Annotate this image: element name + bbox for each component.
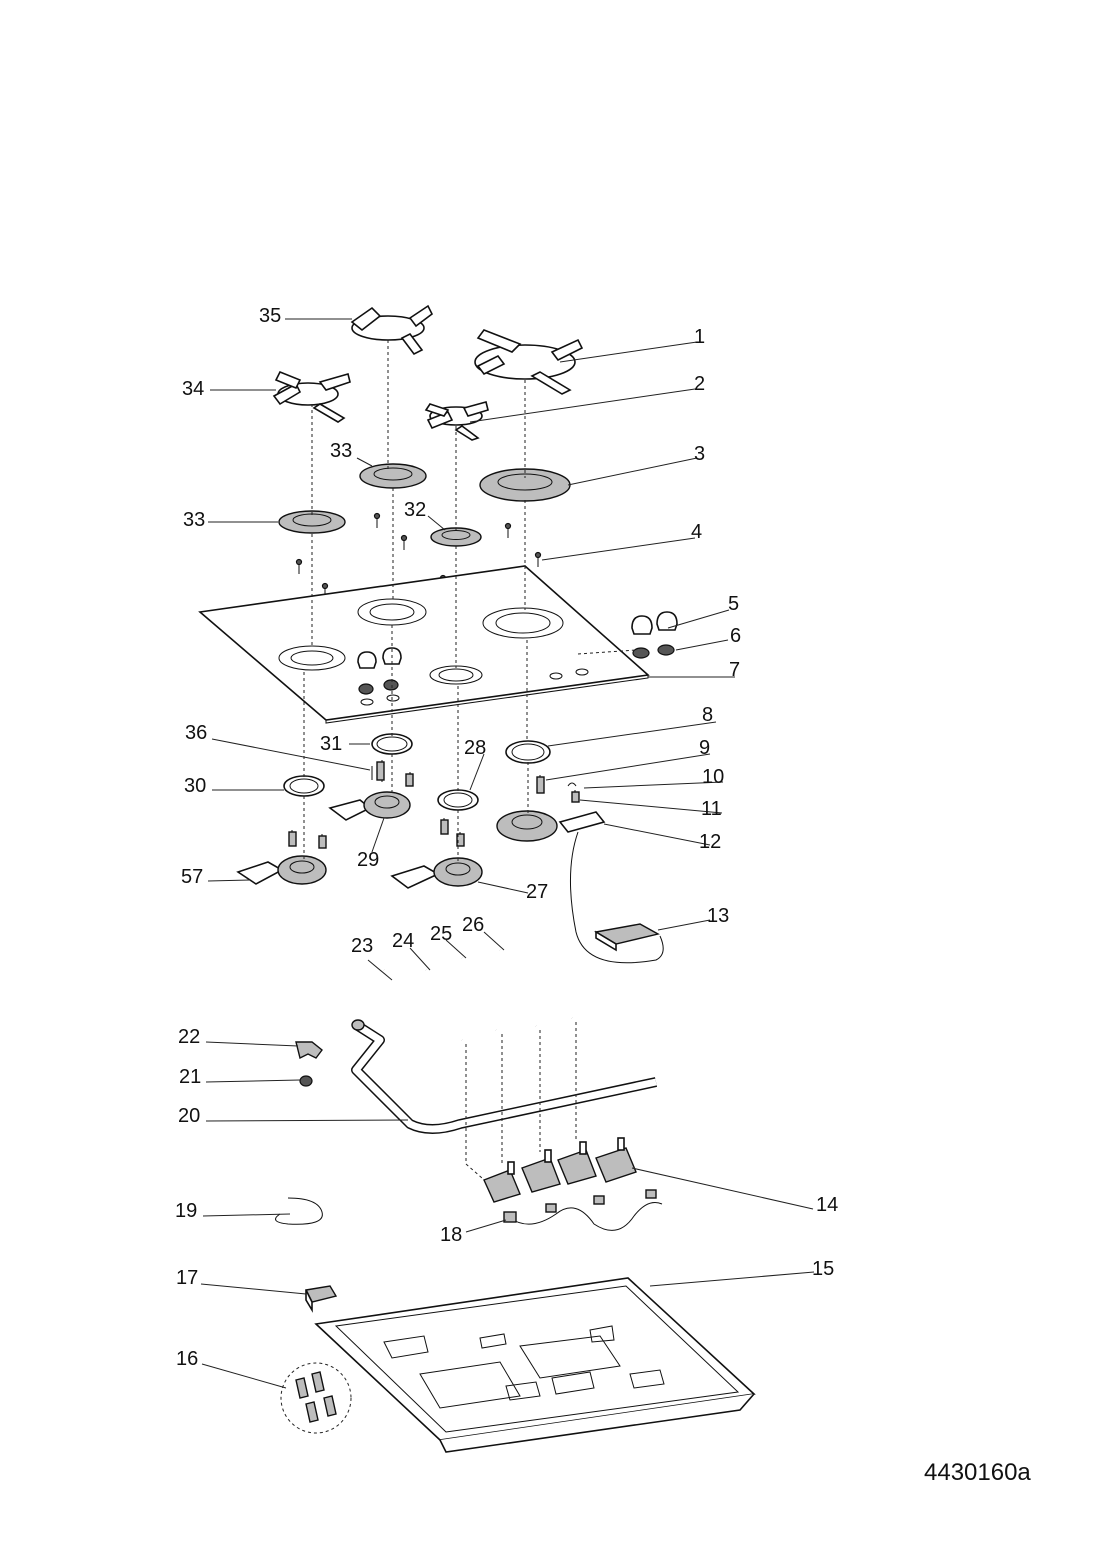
callout-22: 22 [178,1026,200,1048]
callout-34: 34 [182,378,204,400]
knob-5 [631,611,678,635]
callout-33-top: 33 [330,440,352,462]
burner-body-12 [496,810,606,842]
callout-27: 27 [526,881,548,903]
callout-25: 25 [430,923,452,945]
callout-24: 24 [392,930,414,952]
callout-8: 8 [702,704,713,726]
callout-23: 23 [351,935,373,957]
leader-lines [200,318,815,1389]
gas-pipes-23-26 [382,948,574,1042]
callout-19: 19 [175,1200,197,1222]
gasket-28 [437,789,479,811]
callout-32: 32 [404,499,426,521]
callout-13: 13 [707,905,729,927]
callout-29: 29 [357,849,379,871]
burner-body-27 [390,857,483,889]
callout-5: 5 [728,593,739,615]
knob-ring-6 [632,644,675,659]
callout-labels: 35 1 2 34 3 33 33 32 4 5 6 7 8 36 31 28 … [175,305,838,1370]
wire-harness-18 [503,1189,663,1231]
burner-body-29 [328,791,411,821]
callout-21: 21 [179,1066,201,1088]
base-tray-15 [314,1277,756,1453]
burner-body-57 [236,855,327,885]
callout-18: 18 [440,1224,462,1246]
callout-57: 57 [181,866,203,888]
callout-4: 4 [691,521,702,543]
gasket-31 [371,733,413,755]
callout-36: 36 [185,722,207,744]
callout-26: 26 [462,914,484,936]
callout-3: 3 [694,443,705,465]
callout-28: 28 [464,737,486,759]
burner-cap-32 [430,527,482,547]
callout-17: 17 [176,1267,198,1289]
pan-support-2 [424,401,489,441]
callout-35: 35 [259,305,281,327]
gasket-30 [283,775,325,797]
cable-13 [569,831,664,964]
callout-1: 1 [694,326,705,348]
fixing-brackets-16 [280,1362,352,1434]
cable-19 [275,1197,323,1225]
callout-10: 10 [702,766,724,788]
callout-6: 6 [730,625,741,647]
pan-support-1 [474,329,584,395]
callout-33-left: 33 [183,509,205,531]
washer-21 [299,1075,313,1087]
gas-ramp-20 [351,1019,658,1134]
pan-support-34 [272,370,351,423]
burner-cap-33-top [359,463,427,489]
callout-15: 15 [812,1258,834,1280]
callout-30: 30 [184,775,206,797]
gasket-8 [505,740,551,764]
callout-12: 12 [699,831,721,853]
elbow-22 [295,1041,323,1060]
callout-11: 11 [701,798,722,820]
diagram-code: 4430160a [924,1459,1031,1486]
callout-7: 7 [729,659,740,681]
gas-taps-14 [483,1137,637,1203]
callout-31: 31 [320,733,342,755]
ignition-unit-13 [594,923,660,952]
terminal-block-17 [304,1285,338,1313]
callout-16: 16 [176,1348,198,1370]
burner-cap-3 [479,468,571,502]
electrodes-9-10-11-36 [288,760,580,849]
top-plate-7 [198,565,650,724]
pan-support-35 [350,304,434,356]
callout-14: 14 [816,1194,838,1216]
callout-20: 20 [178,1105,200,1127]
callout-2: 2 [694,373,705,395]
callout-9: 9 [699,737,710,759]
assembly-lines [303,340,637,1179]
